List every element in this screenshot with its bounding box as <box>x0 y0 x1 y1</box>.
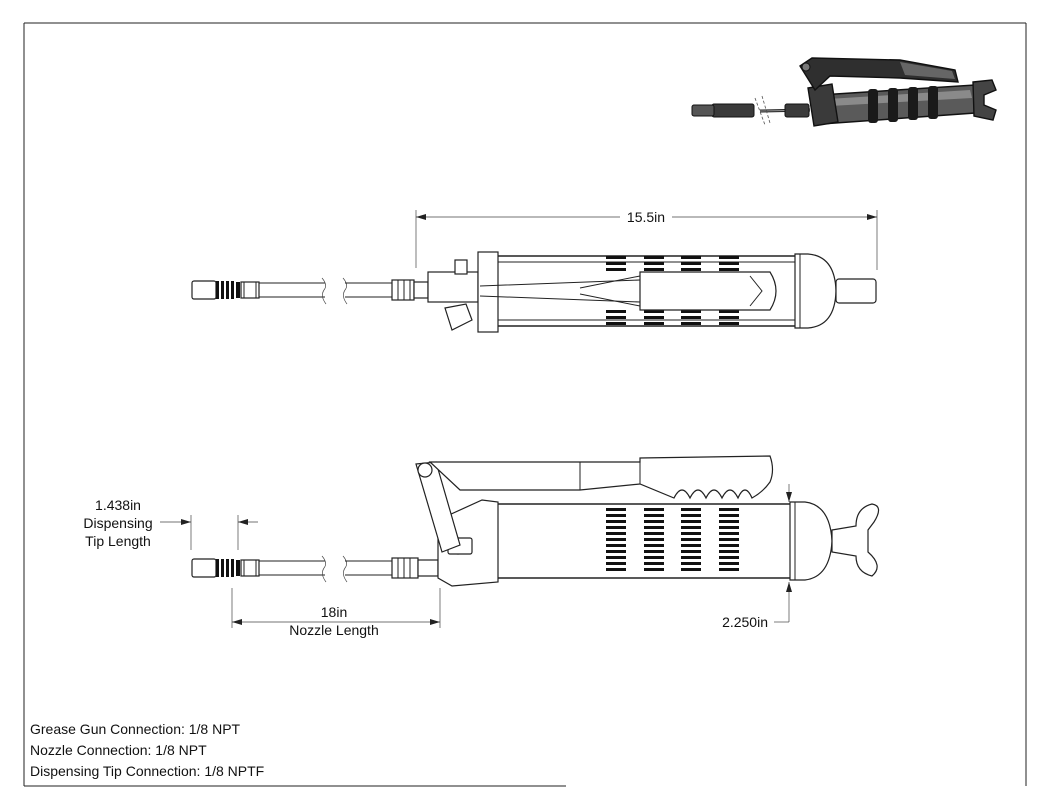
nozzle-length-label: Nozzle Length <box>289 622 379 638</box>
tip-length-value: 1.438in <box>95 497 141 513</box>
tip-length-label-line1: Dispensing <box>83 515 152 531</box>
note-dispensing-tip-connection: Dispensing Tip Connection: 1/8 NPTF <box>30 763 265 779</box>
top-view: 15.5in <box>191 209 878 333</box>
overall-length-dimension: 15.5in <box>627 209 665 225</box>
tip-length-label-line2: Tip Length <box>85 533 151 549</box>
note-grease-gun-connection: Grease Gun Connection: 1/8 NPT <box>30 721 241 737</box>
note-nozzle-connection: Nozzle Connection: 1/8 NPT <box>30 742 207 758</box>
barrel-diameter-dimension: 2.250in <box>722 614 768 630</box>
isometric-thumbnail <box>691 57 997 127</box>
sheet-border <box>23 22 1027 787</box>
side-view: 1.438in Dispensing Tip Length 18in Nozzl… <box>83 455 880 638</box>
nozzle-length-value: 18in <box>321 604 347 620</box>
